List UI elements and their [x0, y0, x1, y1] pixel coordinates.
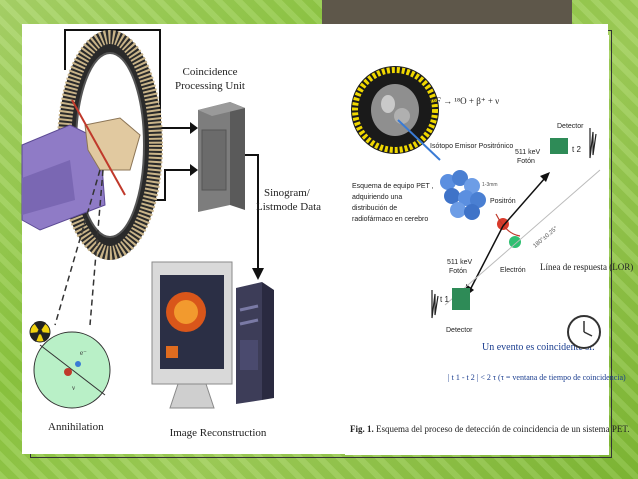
coincidence-label-1: Coincidence: [183, 66, 238, 78]
photon-bottom-label: Fotón: [449, 268, 467, 275]
t1-label: t 1: [440, 295, 449, 304]
t2-label: t 2: [572, 145, 581, 154]
photon-top-energy: 511 keV: [515, 149, 540, 156]
left-figure: e⁻ ν Annihilation Coincidence Processing…: [21, 29, 321, 439]
figure-caption: Fig. 1. Esquema del proceso de detección…: [350, 424, 630, 434]
pet-brain-scan: [351, 66, 439, 154]
distance-label: 1-3mm: [482, 182, 498, 188]
patient-figure: [21, 99, 141, 231]
scheme-text-1: Esquema de equipo PET ,: [352, 183, 434, 190]
radiation-icon: [29, 321, 51, 343]
caption-text: Esquema del proceso de detección de coin…: [374, 424, 630, 434]
photon-bottom-energy: 511 keV: [447, 259, 472, 266]
signal-waveform-bottom: [431, 290, 439, 319]
annihilation-diagram: e⁻ ν: [33, 331, 111, 409]
positron-label: Positrón: [490, 198, 516, 205]
signal-wire-bottom: [155, 169, 190, 201]
svg-text:ν: ν: [72, 384, 75, 392]
image-reconstruction-label: Image Reconstruction: [170, 427, 267, 439]
annihilation-label: Annihilation: [48, 421, 104, 433]
detector-top-label: Detector: [557, 123, 584, 130]
lor-label: Línea de respuesta (LOR): [540, 262, 633, 272]
data-wire: [245, 154, 259, 270]
coincident-title: Un evento es coincidente si:: [482, 342, 595, 353]
detector-top: [550, 138, 568, 154]
clock-icon: [567, 315, 601, 349]
electron-label: Electrón: [500, 267, 526, 274]
nucleus-cluster: [440, 170, 486, 220]
coincidence-condition: | t 1 - t 2 | < 2 τ (τ = ventana de tiem…: [448, 373, 626, 382]
signal-wire-top: [64, 29, 190, 129]
scheme-text-3: distribución de: [352, 205, 397, 212]
electron-dot: [509, 236, 521, 248]
coincidence-label-2: Processing Unit: [175, 80, 245, 92]
isotope-label: Isótopo Emisor Positrónico: [430, 143, 513, 150]
scheme-text-4: radiofármaco en cerebro: [352, 216, 428, 223]
reconstruction-workstation: [151, 261, 274, 409]
caption-fig-number: Fig. 1.: [350, 424, 374, 434]
right-figure: ¹⁸F → ¹⁸O + β⁺ + ν Isótopo Emisor Positr…: [345, 35, 633, 455]
sinogram-label-1: Sinogram/: [264, 187, 311, 199]
scheme-text-2: adquiriendo una: [352, 194, 402, 201]
coincidence-processing-unit: [198, 102, 245, 212]
signal-waveform-top: [589, 128, 597, 159]
detector-bottom: [452, 288, 470, 310]
sinogram-label-2: Listmode Data: [256, 201, 321, 213]
detector-bottom-label: Detector: [446, 327, 473, 334]
photon-top-label: Fotón: [517, 158, 535, 165]
svg-text:e⁻: e⁻: [80, 349, 87, 357]
decay-equation: ¹⁸F → ¹⁸O + β⁺ + ν: [430, 96, 499, 106]
